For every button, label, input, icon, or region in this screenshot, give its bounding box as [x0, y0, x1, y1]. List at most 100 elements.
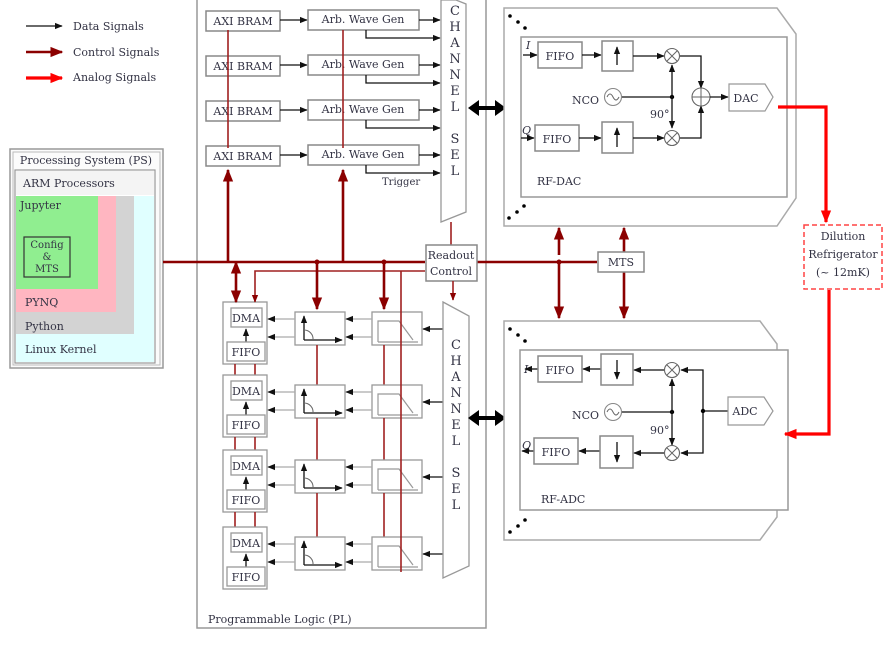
rf-dac-block: RF-DAC I FIFO NCO 90° Q FIFO	[503, 7, 797, 227]
channel-sel-letter: N	[449, 68, 460, 83]
readout-control-block: Readout Control	[425, 222, 478, 301]
lowpass-filter-block	[371, 384, 423, 419]
rx-row: DMA FIFO	[222, 301, 443, 385]
channel-sel-letter: A	[449, 36, 460, 51]
rf-adc-title: RF-ADC	[541, 493, 585, 506]
lowpass-filter-block	[371, 311, 423, 346]
axi-bram-block	[205, 145, 281, 167]
junction-dot	[700, 408, 706, 414]
dilution-refrigerator-block: Dilution Refrigerator (~ 12mK)	[803, 224, 883, 290]
summer-icon	[691, 87, 711, 107]
nco-label: NCO	[572, 94, 599, 107]
arb-wave-gen-label: Arb. Wave Gen	[321, 13, 405, 26]
lowpass-filter-block	[371, 459, 423, 494]
trigger-arrow	[365, 30, 441, 42]
arb-wave-gen-label: Arb. Wave Gen	[321, 148, 405, 161]
channel-sel-letter: H	[450, 354, 461, 369]
fifo-block	[226, 566, 266, 587]
fridge-label: Dilution	[821, 230, 866, 243]
dac-label: DAC	[733, 92, 758, 105]
junction-dot	[381, 259, 387, 265]
mts-block: MTS	[553, 226, 645, 320]
arm-label: ARM Processors	[22, 177, 115, 190]
fifo-label: FIFO	[232, 494, 261, 507]
q-label: Q	[522, 124, 531, 137]
control-label: Control	[430, 265, 472, 278]
ps-title: Processing System (PS)	[20, 154, 152, 167]
channel-sel-letter: C	[451, 338, 461, 353]
phase-arc-icon	[303, 477, 314, 489]
arb-wave-gen-label: Arb. Wave Gen	[321, 103, 405, 116]
nco-label: NCO	[572, 409, 599, 422]
fifo-label: FIFO	[232, 419, 261, 432]
trigger-arrow	[365, 120, 441, 132]
analog-dac-output	[778, 105, 832, 224]
dma-label: DMA	[232, 460, 261, 473]
dma-label: DMA	[232, 312, 261, 325]
axi-bram-label: AXI BRAM	[212, 15, 272, 28]
legend-label: Analog Signals	[72, 71, 157, 84]
legend-label: Data Signals	[73, 20, 144, 33]
mixer-icon	[663, 47, 681, 65]
rf-adc-block: RF-ADC I FIFO NCO 90° Q FIFO	[503, 320, 789, 541]
bidirectional-arrow-icon	[468, 410, 506, 426]
split-output	[680, 411, 704, 457]
channel-sel-letter: A	[450, 370, 461, 385]
linux-label: Linux Kernel	[25, 343, 97, 356]
tx-row: AXI BRAM Arb. Wave Gen	[205, 144, 441, 177]
channel-sel-letter: S	[451, 132, 460, 147]
phase-arc-icon	[303, 554, 314, 566]
processing-system-block: Processing System (PS) ARM Processors Ju…	[9, 148, 164, 369]
config-label: Config	[30, 240, 64, 251]
oscillator-icon	[603, 87, 623, 107]
channel-sel-letter: N	[449, 52, 460, 67]
dma-block	[230, 532, 263, 553]
trigger-arrow	[365, 165, 441, 177]
readout-label: Readout	[428, 249, 475, 262]
channel-sel-letter: E	[451, 418, 461, 433]
rx-row: DMA FIFO	[222, 449, 443, 537]
channel-sel-letter: N	[450, 386, 461, 401]
fifo-label: FIFO	[546, 50, 575, 63]
channel-sel-letter: E	[451, 482, 461, 497]
trigger-arrow	[365, 75, 441, 87]
channel-sel-letter: L	[452, 434, 461, 449]
q-label: Q	[522, 439, 531, 452]
channel-sel-letter: C	[450, 4, 460, 19]
dma-block	[230, 307, 263, 328]
split-output	[680, 366, 704, 411]
fifo-label: FIFO	[543, 133, 572, 146]
mixer-icon	[663, 129, 681, 147]
channel-sel-letter: L	[451, 164, 460, 179]
channel-sel-letter: S	[452, 466, 461, 481]
tx-row: AXI BRAM Arb. Wave Gen	[205, 9, 441, 42]
python-label: Python	[25, 320, 64, 333]
adc-converter	[727, 396, 774, 426]
dma-label: DMA	[232, 537, 261, 550]
config-mts-box	[23, 236, 71, 278]
channel-sel-letter: N	[450, 402, 461, 417]
pynq-label: PYNQ	[25, 296, 58, 309]
channel-sel-letter: L	[452, 498, 461, 513]
fifo-block	[226, 414, 266, 435]
jupyter-layer	[16, 196, 98, 289]
lowpass-filter-icon	[377, 545, 414, 567]
lowpass-filter-icon	[377, 393, 414, 415]
fifo-block	[226, 341, 266, 362]
trigger-label: Trigger	[382, 177, 420, 188]
axi-bram-label: AXI BRAM	[212, 150, 272, 163]
legend: Data Signals Control Signals Analog Sign…	[26, 20, 160, 84]
legend-label: Control Signals	[73, 46, 160, 59]
analog-adc-input	[783, 290, 831, 440]
mts-label: MTS	[35, 264, 59, 275]
fifo-block	[226, 489, 266, 510]
fifo-label: FIFO	[542, 446, 571, 459]
fifo-label: FIFO	[232, 346, 261, 359]
legend-item-analog: Analog Signals	[26, 71, 157, 84]
phase-label: 90°	[650, 424, 670, 437]
